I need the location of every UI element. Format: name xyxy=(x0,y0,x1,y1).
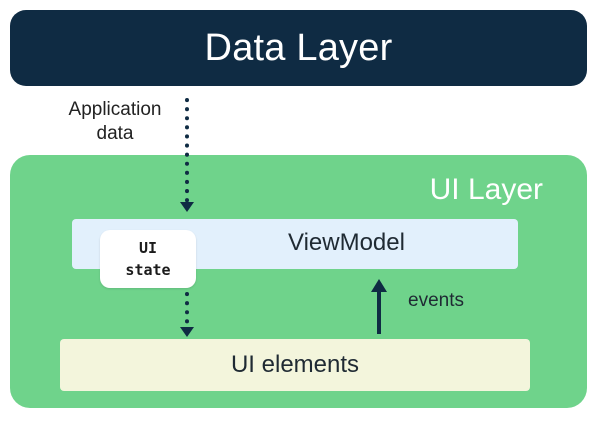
data-layer-box: Data Layer xyxy=(10,10,587,86)
application-data-line1: Application xyxy=(68,99,162,120)
application-data-line2: data xyxy=(96,123,134,144)
data-layer-label: Data Layer xyxy=(204,26,393,69)
events-label: events xyxy=(408,290,464,311)
ui-layer-title: UI Layer xyxy=(429,173,543,206)
application-data-label: Application data xyxy=(40,98,190,146)
ui-elements-label: UI elements xyxy=(230,351,360,378)
viewmodel-label: ViewModel xyxy=(288,229,405,256)
ui-state-label: UI state xyxy=(125,239,171,279)
ui-state-box: UI state xyxy=(100,230,196,288)
ui-layer-box: UI Layer ViewModel UI elements events UI… xyxy=(10,155,587,408)
ui-elements-box: UI elements xyxy=(60,339,530,391)
